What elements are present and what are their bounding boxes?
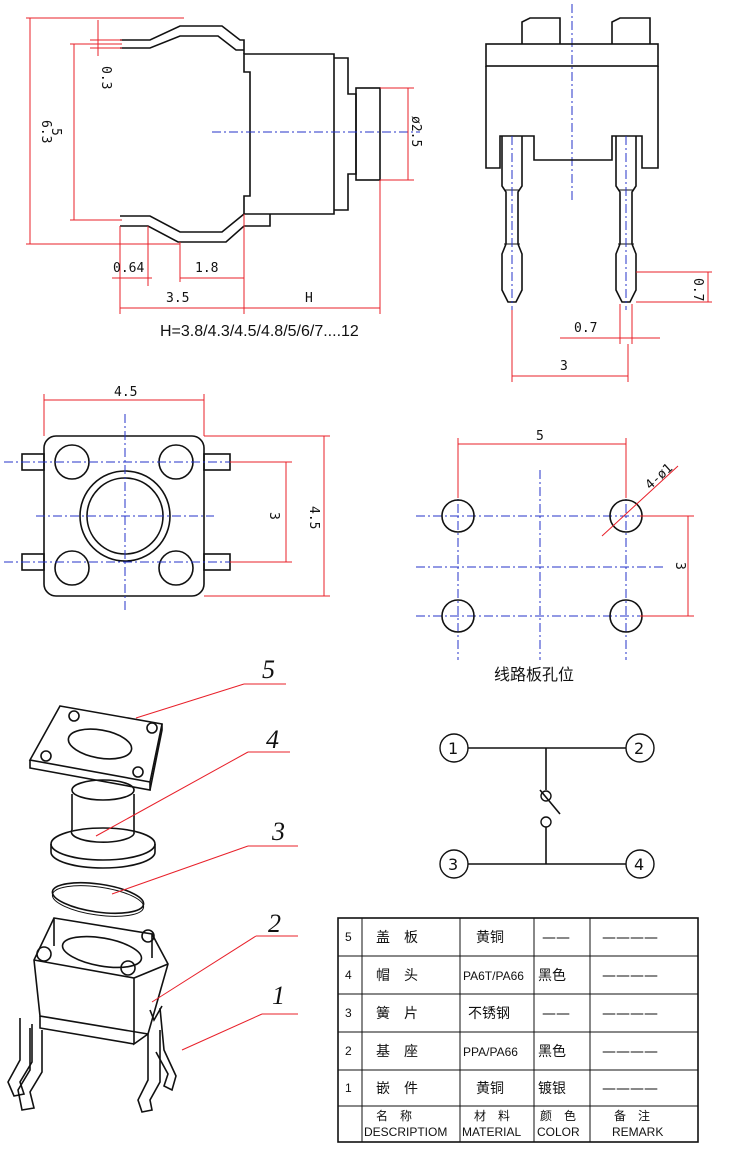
dim-pin-span: 5 <box>48 128 63 136</box>
bom-remark: ———— <box>602 1081 658 1097</box>
pcb-hole <box>441 599 475 633</box>
bom-color: —— <box>542 1006 570 1022</box>
exploded-label-5: 5 <box>262 655 275 684</box>
bom-name: 嵌 件 <box>376 1081 418 1097</box>
pcb-hole <box>441 499 475 533</box>
schematic-node-1 <box>439 733 469 763</box>
bom-name: 簧 片 <box>376 1006 418 1022</box>
part-cap <box>50 827 156 861</box>
schematic-node-2 <box>625 733 655 763</box>
exploded-label-1: 1 <box>272 981 285 1010</box>
bom-color: 镀银 <box>538 1080 566 1097</box>
exploded-view: 5 4 3 2 1 <box>7 655 298 1113</box>
pcb-caption: 线路板孔位 <box>494 665 574 684</box>
bom-material: PA6T/PA66 <box>463 969 524 983</box>
dim-button-dia: ø2.5 <box>408 116 423 147</box>
node-1-label: 1 <box>448 739 458 758</box>
bom-remark: ———— <box>602 930 658 946</box>
node-3-label: 3 <box>448 855 458 874</box>
dim-top-width: 4.5 <box>114 385 137 400</box>
dim-height-var: H <box>305 291 313 306</box>
side-view: 6.3 0.3 5 ø2.5 0.64 1.8 3.5 H H=3.8/4.3/… <box>26 17 423 340</box>
front-cover <box>485 43 659 67</box>
exploded-label-3: 3 <box>271 817 285 846</box>
front-body <box>485 66 659 169</box>
height-note: H=3.8/4.3/4.5/4.8/5/6/7....12 <box>160 323 359 340</box>
exploded-label-2: 2 <box>268 909 281 938</box>
dim-pitch: 3 <box>560 359 568 374</box>
bom-header-color-en: COLOR <box>537 1125 580 1139</box>
bom-row: 4 帽 头 PA6T/PA66 黑色 ———— <box>345 967 658 984</box>
bom-material: 不锈钢 <box>468 1006 510 1022</box>
top-view: 4.5 3 4.5 <box>4 385 330 612</box>
bom-row: 3 簧 片 不锈钢 —— ———— <box>345 1006 658 1022</box>
bom-header-material-en: MATERIAL <box>462 1125 521 1139</box>
bom-name: 盖 板 <box>376 930 418 946</box>
bom-header-name-en: DESCRIPTIOM <box>364 1125 447 1139</box>
bom-color: 黑色 <box>538 1043 566 1060</box>
dim-pin-offset: 1.8 <box>195 261 218 276</box>
bom-material: 黄铜 <box>476 1080 504 1097</box>
bom-no: 2 <box>345 1044 352 1058</box>
bom-name: 基 座 <box>376 1043 418 1060</box>
bom-remark: ———— <box>602 1006 658 1022</box>
part-leg-left <box>7 1018 33 1097</box>
side-button-base <box>334 57 357 211</box>
switch-schematic: 1 2 3 4 <box>439 733 655 879</box>
bom-row: 5 盖 板 黄铜 —— ———— <box>345 929 658 946</box>
bom-no: 3 <box>345 1006 352 1020</box>
bom-remark: ———— <box>602 1044 658 1060</box>
part-leg-right <box>137 1030 161 1113</box>
bom-no: 4 <box>345 968 352 982</box>
dim-pcb-hole: 4-ø1 <box>643 461 676 493</box>
bom-material: 黄铜 <box>476 929 504 946</box>
side-body <box>243 53 335 215</box>
node-4-label: 4 <box>634 855 644 874</box>
schematic-node-4 <box>625 849 655 879</box>
bom-material: PPA/PA66 <box>463 1045 518 1059</box>
dim-body-depth: 3.5 <box>166 291 189 306</box>
bom-color: —— <box>542 930 570 946</box>
dim-top-height: 4.5 <box>306 506 321 529</box>
dim-pin-thick: 0.3 <box>98 66 113 89</box>
front-nub-left <box>521 17 561 44</box>
bom-color: 黑色 <box>538 967 566 984</box>
side-button <box>355 87 381 181</box>
bom-header-remark-en: REMARK <box>612 1125 663 1139</box>
side-pin-top <box>120 25 245 54</box>
dim-pin-width: 0.64 <box>113 261 144 276</box>
bom-table: 5 盖 板 黄铜 —— ———— 4 帽 头 PA6T/PA66 黑色 ————… <box>337 917 699 1143</box>
bom-no: 5 <box>345 930 352 944</box>
dim-pcb-y: 3 <box>672 562 687 570</box>
bom-remark: ———— <box>602 968 658 984</box>
bom-header-remark-cn: 备 注 <box>614 1108 650 1123</box>
dim-pin-w: 0.7 <box>574 321 597 336</box>
bom-name: 帽 头 <box>376 968 418 984</box>
bom-header-material-cn: 材 料 <box>474 1109 510 1123</box>
dim-height-total: 6.3 <box>38 120 53 143</box>
bom-row: 1 嵌 件 黄铜 镀银 ———— <box>345 1080 658 1097</box>
side-pin-bottom <box>120 213 271 243</box>
bom-header-name-cn: 名 称 <box>376 1108 412 1123</box>
front-view: 0.7 0.7 3 <box>485 4 712 382</box>
bom-row: 2 基 座 PPA/PA66 黑色 ———— <box>345 1043 658 1060</box>
exploded-label-4: 4 <box>266 725 279 754</box>
dim-pcb-x: 5 <box>536 429 544 444</box>
pcb-layout: 5 4-ø1 3 线路板孔位 <box>416 429 694 684</box>
dim-tip: 0.7 <box>690 278 705 301</box>
bom-no: 1 <box>345 1081 352 1095</box>
dim-top-inner: 3 <box>266 512 281 520</box>
node-2-label: 2 <box>634 739 644 758</box>
part-dome <box>51 881 145 915</box>
front-nub-right <box>611 17 651 44</box>
bom-header-color-cn: 颜 色 <box>540 1108 576 1123</box>
schematic-node-3 <box>439 849 469 879</box>
